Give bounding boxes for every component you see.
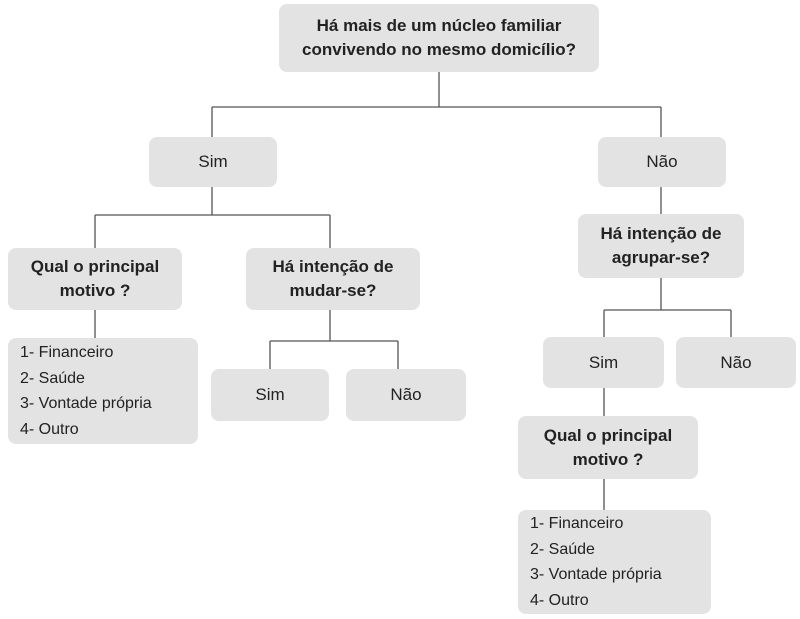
root-question-text: Há mais de um núcleo familiar convivendo… <box>302 16 576 59</box>
reason-item: 3- Vontade própria <box>20 395 152 412</box>
group-yes-label: Sim <box>588 352 619 372</box>
move-no-box: Não <box>346 369 466 421</box>
reason-item: 4- Outro <box>20 420 79 438</box>
reason-item: 1- Financeiro <box>20 344 114 361</box>
reason-item: 2- Saúde <box>530 540 595 558</box>
reason-list-left: 1- Financeiro 2- Saúde 3- Vontade própri… <box>8 338 198 444</box>
reason-item: 2- Saúde <box>20 369 85 387</box>
reason-question-right-box: Qual o principal motivo ? <box>518 416 698 479</box>
reason-question-left-box: Qual o principal motivo ? <box>8 248 182 310</box>
reason-item: 1- Financeiro <box>530 515 624 532</box>
move-yes-label: Sim <box>255 385 285 404</box>
no-answer-label: Não <box>646 152 678 171</box>
group-yes-box: Sim <box>543 337 664 388</box>
reason-question-left-text: Qual o principal motivo ? <box>30 257 160 300</box>
reason-list-right: 1- Financeiro 2- Saúde 3- Vontade própri… <box>518 510 711 614</box>
move-question-text: Há intenção de mudar-se? <box>272 257 394 300</box>
group-question-box: Há intenção de agrupar-se? <box>578 214 744 278</box>
no-answer-box: Não <box>598 137 726 187</box>
move-no-label: Não <box>390 385 422 404</box>
reason-question-right-text: Qual o principal motivo ? <box>543 425 673 469</box>
root-question-box: Há mais de um núcleo familiar convivendo… <box>279 4 599 72</box>
move-question-box: Há intenção de mudar-se? <box>246 248 420 310</box>
group-no-label: Não <box>720 352 752 372</box>
yes-answer-box: Sim <box>149 137 277 187</box>
move-yes-box: Sim <box>211 369 329 421</box>
group-question-text: Há intenção de agrupar-se? <box>600 224 722 267</box>
yes-answer-label: Sim <box>198 152 228 171</box>
reason-item: 3- Vontade própria <box>530 566 662 583</box>
reason-item: 4- Outro <box>530 591 589 609</box>
group-no-box: Não <box>676 337 796 388</box>
